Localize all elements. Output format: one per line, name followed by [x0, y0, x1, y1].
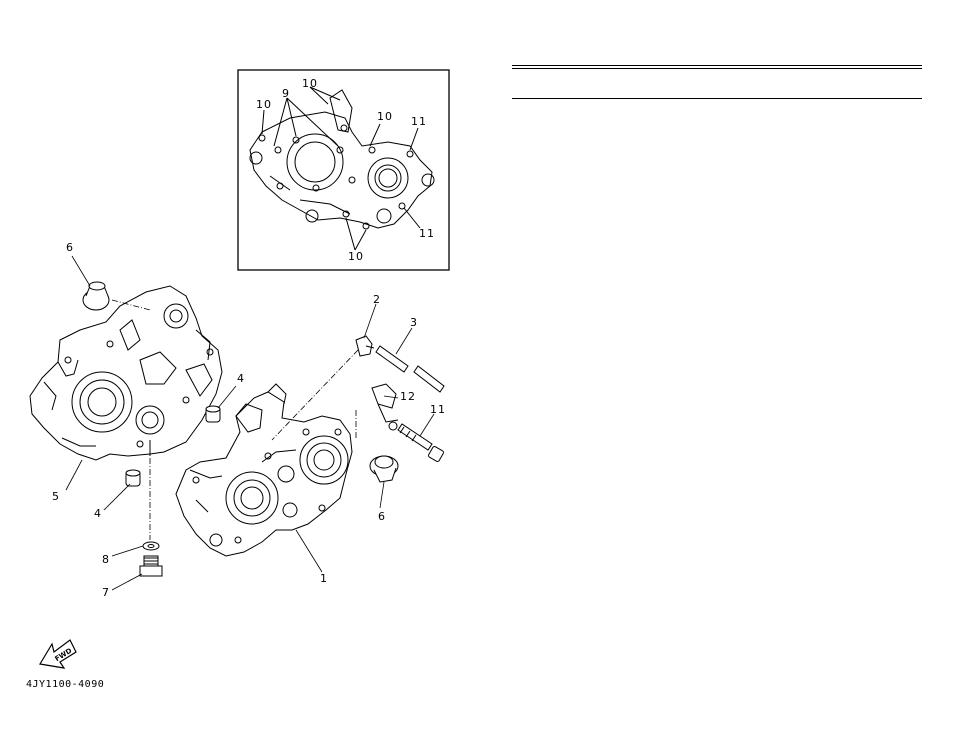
- header-rule-top-1: [512, 65, 922, 66]
- inset-label-11-top: 11: [411, 115, 427, 128]
- right-crankcase-half: [175, 383, 353, 557]
- inset-label-9: 9: [282, 87, 290, 100]
- pipe-3: [375, 345, 445, 393]
- bushing-6-right: [369, 455, 399, 483]
- part-label-6-right: 6: [378, 510, 386, 523]
- part-label-8: 8: [102, 553, 110, 566]
- inset-label-11-bottom: 11: [419, 227, 435, 240]
- part-label-7: 7: [102, 586, 110, 599]
- dowel-4-upper: [205, 405, 221, 423]
- part-label-2: 2: [373, 293, 381, 306]
- fwd-label: FWD: [54, 647, 74, 664]
- header-rule-bottom: [512, 98, 922, 99]
- part-label-4-upper: 4: [237, 372, 245, 385]
- figure-code: 4JY1100-4090: [26, 679, 105, 690]
- part-label-1: 1: [320, 572, 328, 585]
- fwd-arrow-icon: FWD: [39, 639, 77, 669]
- bushing-6-left: [82, 281, 110, 311]
- part-label-6-left: 6: [66, 241, 74, 254]
- part-label-12: 12: [400, 390, 416, 403]
- inset-label-10-bottom: 10: [348, 250, 364, 263]
- clamp-12: [371, 383, 399, 431]
- drain-bolt-7: [139, 555, 163, 577]
- part-label-11: 11: [430, 403, 446, 416]
- inset-bolt-diagram: [237, 69, 450, 271]
- inset-label-10-top: 10: [302, 77, 318, 90]
- inset-label-10-right: 10: [377, 110, 393, 123]
- inset-label-10-left: 10: [256, 98, 272, 111]
- assembly-lines: [111, 299, 359, 540]
- part-label-4-lower: 4: [94, 507, 102, 520]
- bolt-11: [397, 423, 444, 462]
- washer-8: [142, 541, 160, 551]
- left-crankcase-half: [29, 285, 223, 461]
- leader-lines: [65, 255, 435, 591]
- fitting-2: [355, 335, 375, 357]
- dowel-4-lower: [125, 469, 141, 487]
- part-label-5: 5: [52, 490, 60, 503]
- part-label-3: 3: [410, 316, 418, 329]
- header-rule-top-2: [512, 68, 922, 69]
